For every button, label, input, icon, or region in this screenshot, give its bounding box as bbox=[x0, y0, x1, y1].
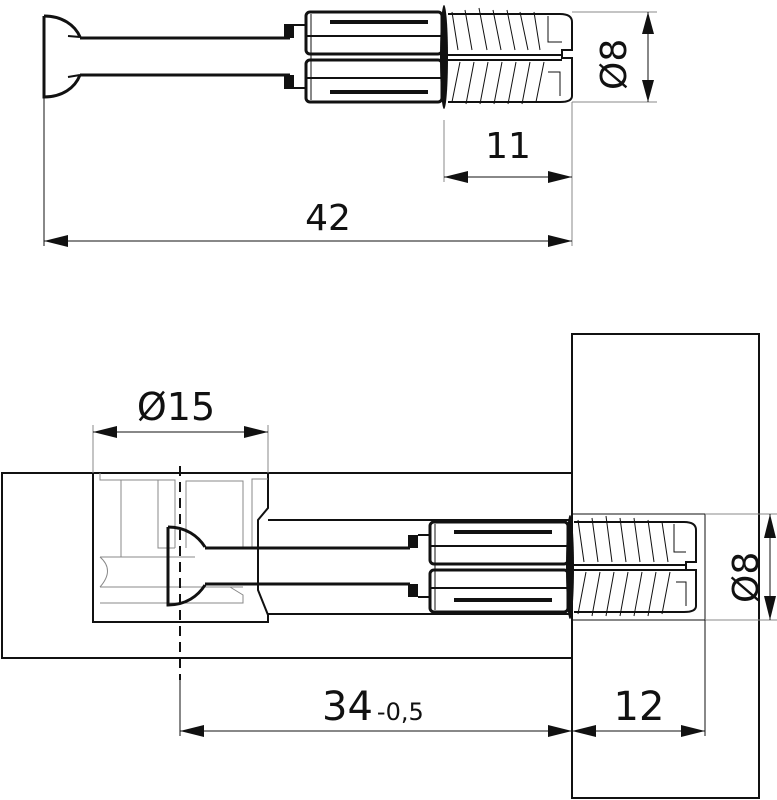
assembly-bolt-head bbox=[166, 525, 207, 607]
dowel-sleeve-upper bbox=[304, 10, 444, 56]
dim-dowel-diameter: Ø8 bbox=[726, 552, 767, 603]
assembly-thread bbox=[574, 515, 697, 617]
assembly-dowel-lower bbox=[428, 568, 570, 614]
cam-housing bbox=[92, 473, 269, 623]
svg-text:34-0,5: 34-0,5 bbox=[322, 684, 424, 730]
dim-top-total-length: 42 bbox=[305, 198, 351, 239]
dim-bolt-offset-tolerance: -0,5 bbox=[377, 698, 424, 726]
dim-bolt-offset: 34 bbox=[322, 684, 373, 730]
top-view-bolt bbox=[42, 5, 573, 109]
dowel-sleeve-lower bbox=[304, 58, 444, 104]
top-dimensions: Ø8 11 42 bbox=[43, 11, 657, 247]
bolt-bore bbox=[268, 519, 572, 615]
left-panel bbox=[1, 472, 572, 659]
dowel-hole bbox=[571, 513, 706, 621]
dim-top-diameter: Ø8 bbox=[594, 39, 635, 90]
bolt-head bbox=[42, 14, 82, 99]
assembly-view bbox=[1, 333, 760, 799]
dowel-flange bbox=[440, 5, 448, 109]
dim-top-thread-length: 11 bbox=[485, 126, 531, 167]
dowel-thread bbox=[448, 7, 573, 105]
dim-panel-depth: 12 bbox=[614, 684, 665, 730]
dim-cam-diameter: Ø15 bbox=[137, 385, 215, 429]
assembly-dowel-upper bbox=[428, 520, 570, 566]
assembly-dimensions: Ø15 Ø8 34-0,5 12 bbox=[92, 385, 777, 737]
